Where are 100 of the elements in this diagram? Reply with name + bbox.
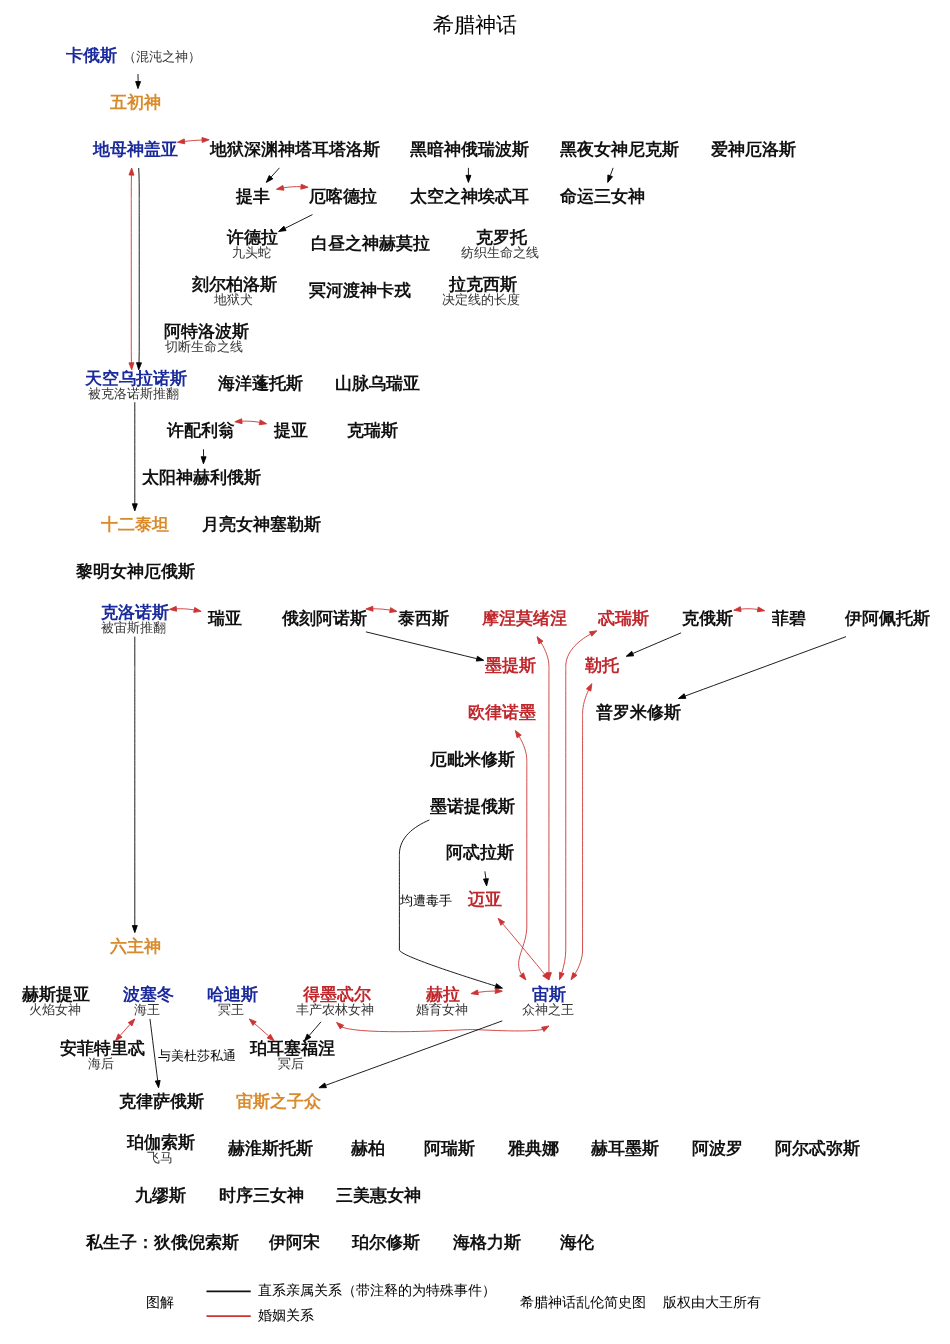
arrow [364,631,484,662]
node-text: 黎明女神厄俄斯 [75,561,195,582]
node-text: 阿尔忒弥斯 [774,1138,860,1159]
arrow [131,401,138,512]
label: 图解 [145,1294,174,1311]
arrow [149,1018,161,1089]
arrow [625,632,681,657]
node-text: 阿波罗 [691,1138,743,1159]
node-text: 命运三女神 [559,185,645,206]
edge-label: 均遭毒手 [399,893,452,909]
arrow [200,448,206,465]
node-label: 被宙斯推翻 [100,620,166,636]
node-text: 许配利翁 [166,420,235,441]
legend-label: 婚姻关系 [257,1306,314,1323]
edge-label: 与美杜莎私通 [157,1048,236,1064]
node-text: 忒瑞斯 [597,607,649,628]
arrow [168,605,202,613]
node-text: 欧律诺墨 [467,701,536,722]
node-text: 克律萨俄斯 [118,1091,204,1112]
arrow [114,1018,135,1042]
node-text: 私生子：狄俄倪索斯 [85,1231,239,1252]
node-text: 厄喀德拉 [308,185,377,206]
node-text: 伊阿佩托斯 [844,607,930,628]
arrow [470,988,503,996]
node-text: 厄毗米修斯 [429,748,515,769]
node-text: 冥河渡神卡戎 [308,279,411,300]
node-text: 普罗米修斯 [595,701,681,722]
node-label: 冥后 [277,1056,304,1072]
node-text: 珀尔修斯 [352,1231,420,1252]
arrow [233,418,267,426]
arrow [248,1018,275,1042]
node-text: 摩涅莫绪涅 [481,607,567,628]
node-label: 婚育女神 [415,1002,468,1018]
node-text: 克俄斯 [681,607,733,628]
node-text: 菲碧 [771,607,806,628]
node-text: 提亚 [273,420,308,441]
node-text: 海洋蓬托斯 [217,373,303,394]
node-text: 天空乌拉诺斯 [84,367,187,388]
arrow [128,167,134,371]
arrow [176,137,210,145]
node-text: 五初神 [109,92,161,113]
node-label: 冥王 [217,1002,244,1018]
node-text: 珀伽索斯 [126,1132,195,1153]
node-text: 俄刻阿诺斯 [281,607,367,628]
arrow [303,1021,321,1042]
node-text: 赫淮斯托斯 [227,1138,313,1159]
arrow [318,1020,503,1089]
label: 希腊神话乱伦简史图 [519,1294,646,1311]
node-label: 海后 [87,1056,114,1072]
node-text: 波塞冬 [122,984,174,1005]
node-text: 伊阿宋 [268,1231,320,1252]
node-label: 火焰女神 [28,1002,81,1018]
node-text: 迈亚 [467,889,502,910]
node-text: 阿忒拉斯 [445,842,514,863]
node-text: 赫耳墨斯 [590,1138,659,1159]
arrow [131,636,138,934]
arrow [465,167,471,183]
arrow [514,730,527,981]
node-label: 丰产农林女神 [295,1002,374,1018]
node-label: （混沌之神） [122,49,201,65]
node-text: 时序三女神 [218,1184,304,1205]
node-text: 克瑞斯 [346,420,398,441]
node-text: 太阳神赫利俄斯 [141,467,261,488]
node-text: 太空之神埃忒耳 [409,185,529,206]
arrow [570,683,592,981]
arrow [398,819,503,989]
arrow [135,167,142,371]
arrow [558,630,597,981]
arrow [732,606,765,613]
arrow [275,183,308,191]
arrow [606,167,614,183]
node-text: 阿瑞斯 [423,1138,475,1159]
legend-label: 直系亲属关系（带注释的为特殊事件） [257,1281,496,1298]
node-text: 哈迪斯 [206,984,258,1005]
node-text: 勒托 [584,654,619,675]
node-text: 海伦 [559,1231,594,1252]
arrow [364,605,397,613]
node-text: 墨诺提俄斯 [429,795,515,816]
node-text: 卡俄斯 [65,45,117,66]
node-text: 爱神厄洛斯 [710,138,796,159]
node-text: 三美惠女神 [335,1184,421,1205]
node-text: 白昼之神赫莫拉 [310,232,430,253]
diagram-title: 希腊神话 [433,12,517,38]
node-text: 刻尔柏洛斯 [191,273,277,294]
node-text: 十二泰坦 [100,514,169,535]
node-text: 阿特洛波斯 [163,320,249,341]
node-text: 克罗托 [475,226,527,247]
node-text: 提丰 [235,185,270,206]
node-text: 地狱深渊神塔耳塔洛斯 [209,138,380,159]
node-text: 六主神 [109,936,161,957]
node-text: 黑夜女神尼克斯 [559,138,679,159]
arrow [134,73,141,90]
node-text: 拉克西斯 [448,273,517,294]
node-text: 九缪斯 [134,1184,186,1205]
node-text: 地母神盖亚 [92,138,178,159]
node-text: 月亮女神塞勒斯 [201,514,321,535]
node-text: 墨提斯 [484,654,536,675]
arrow [482,870,489,887]
arrow [677,636,846,699]
node-label: 众神之王 [521,1002,574,1018]
